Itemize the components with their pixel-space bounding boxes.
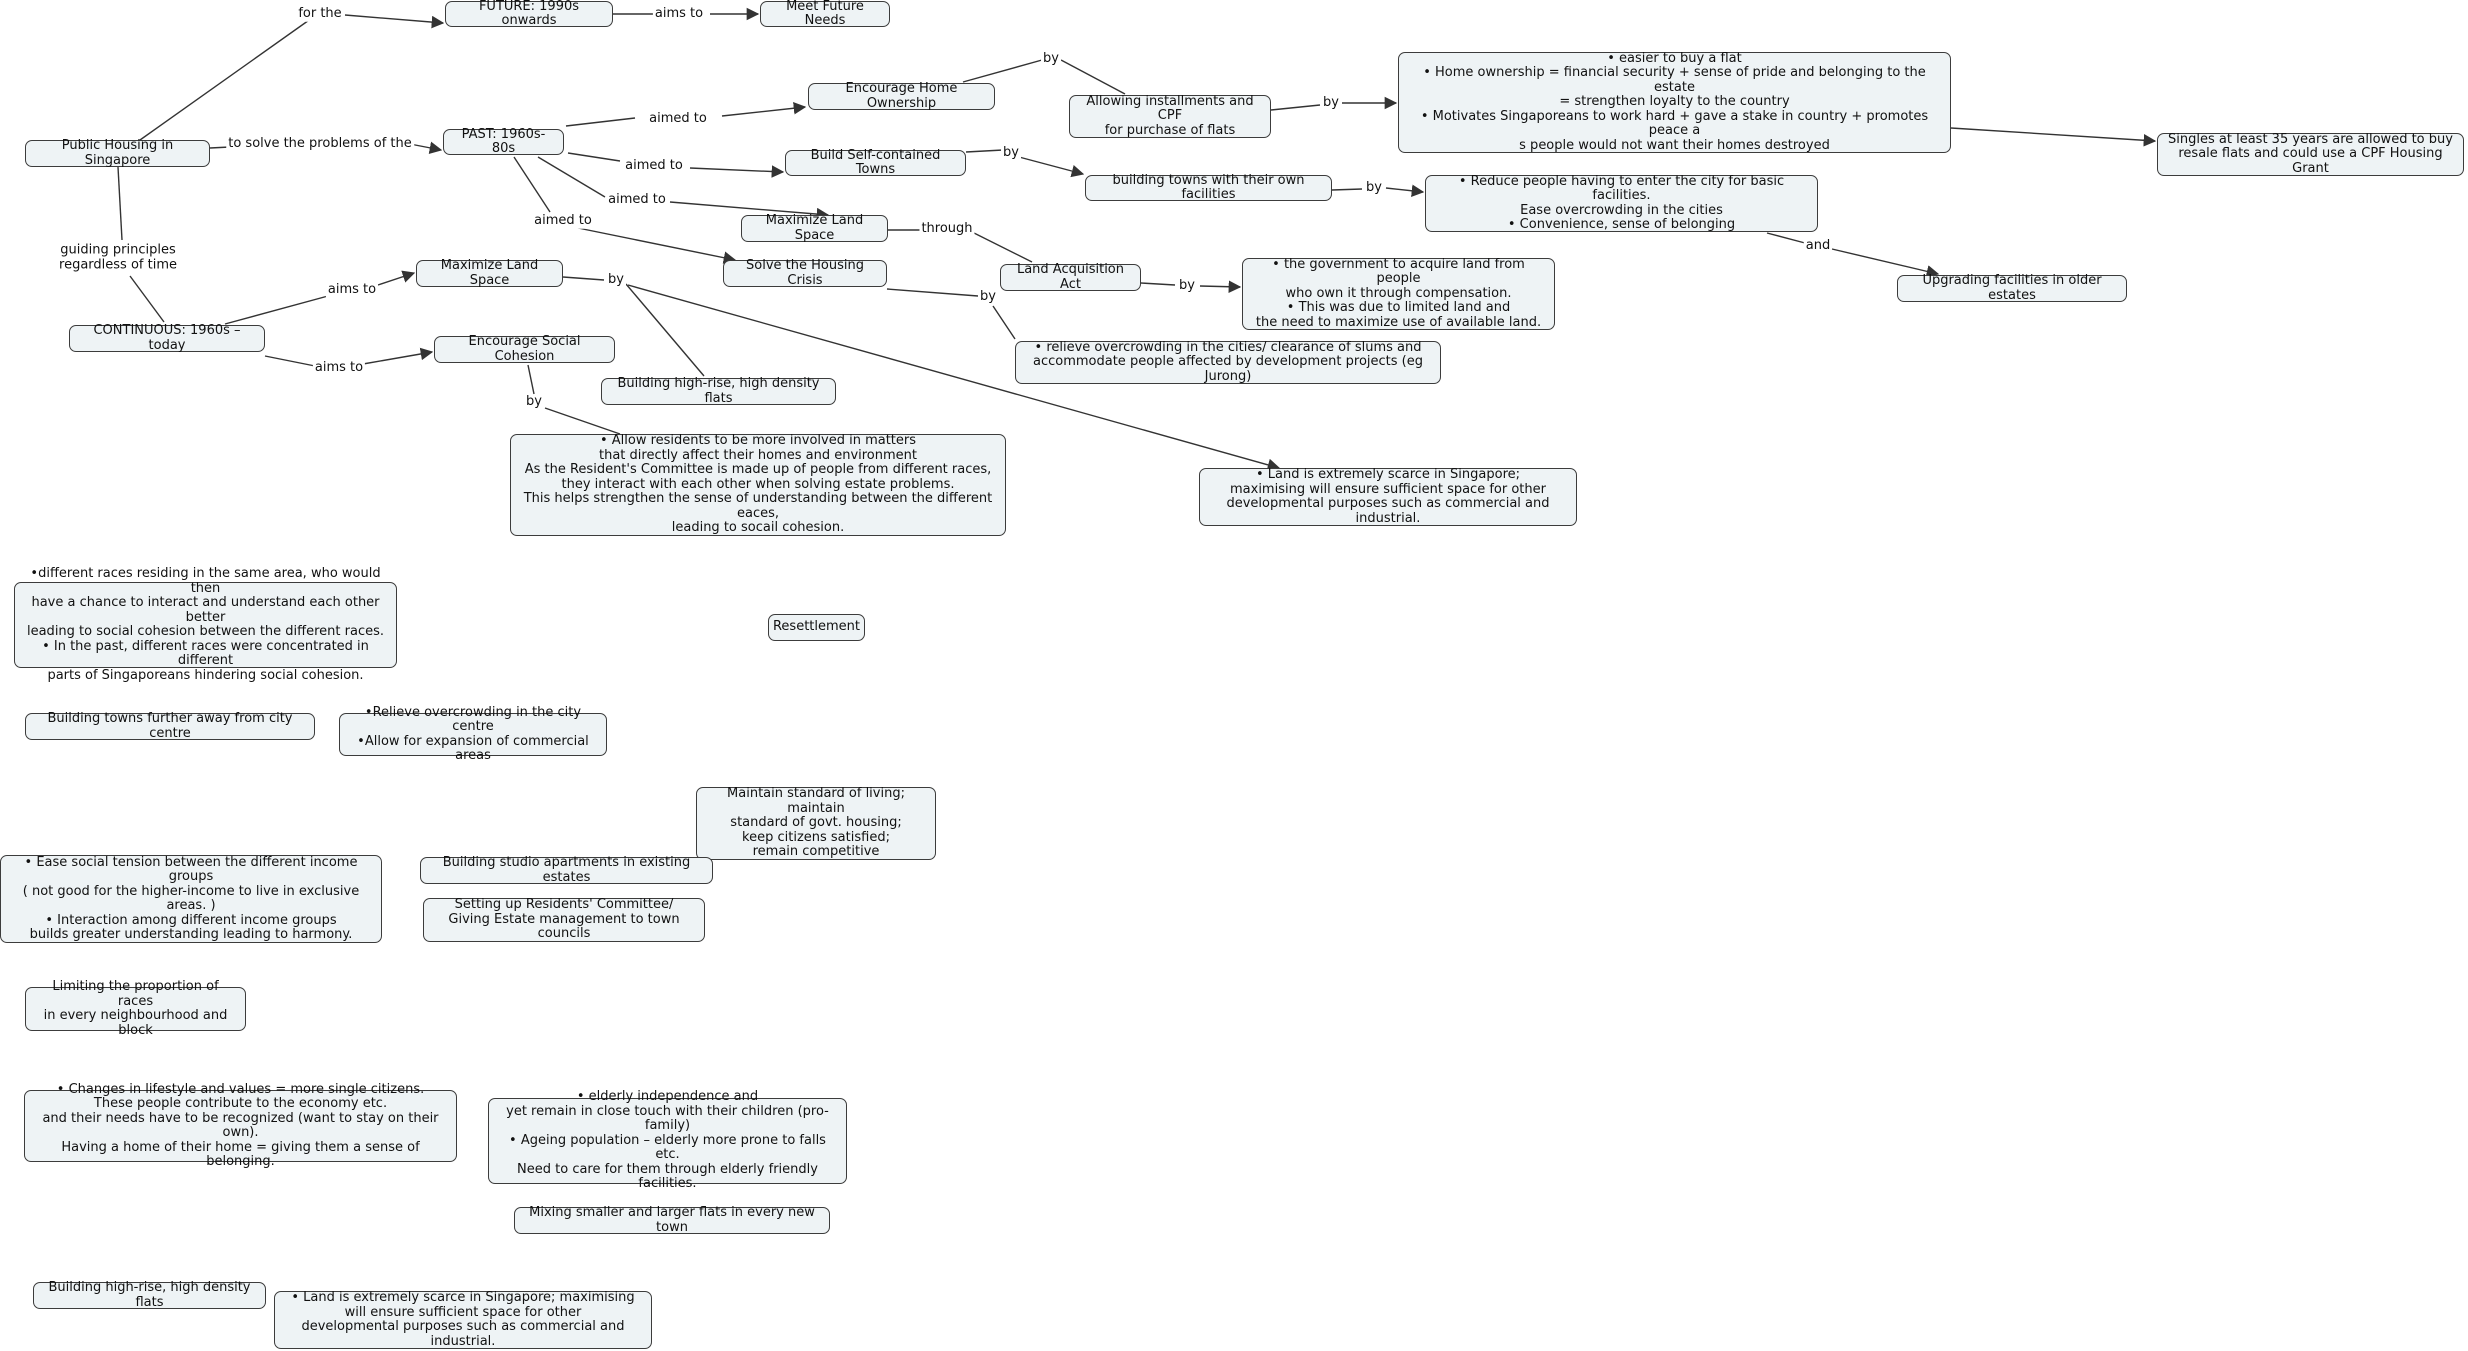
connector-line <box>1140 282 1176 286</box>
edge-label-by-land-cont: by <box>606 271 626 288</box>
connector-line <box>513 156 551 213</box>
node-relieve-city-centre[interactable]: •Relieve overcrowding in the city centre… <box>339 705 607 763</box>
connector-arrow <box>409 141 443 155</box>
connector-line <box>139 17 313 141</box>
connector-arrow <box>377 270 416 286</box>
edge-label-by-towns: by <box>1001 144 1021 161</box>
connector-line <box>129 275 165 323</box>
connector-line <box>1331 188 1363 191</box>
connector-line <box>992 305 1016 340</box>
connector-line <box>565 117 636 127</box>
edge-label-by-social: by <box>524 393 544 410</box>
connector-line <box>537 156 606 198</box>
connector-arrow <box>577 227 737 264</box>
node-limiting-races[interactable]: Limiting the proportion of races in ever… <box>25 979 246 1037</box>
edge-label-by-facilities: by <box>1364 179 1384 196</box>
edge-label-to-solve: to solve the problems of the <box>226 135 414 152</box>
node-maximize-land-space-continuous[interactable]: Maximize Land Space <box>416 258 563 287</box>
connector-arrow <box>1831 248 1940 278</box>
connector-line <box>971 231 1033 263</box>
node-building-towns-facilities[interactable]: building towns with their own facilities <box>1085 173 1332 202</box>
edge-label-by-cpf: by <box>1321 94 1341 111</box>
node-residents-committee[interactable]: Setting up Residents' Committee/ Giving … <box>423 898 705 942</box>
edge-label-for-the: for the <box>296 5 344 22</box>
node-elderly[interactable]: • elderly independence and yet remain in… <box>488 1090 847 1191</box>
node-continuous[interactable]: CONTINUOUS: 1960s – today <box>69 323 265 352</box>
node-land-scarce-bottom[interactable]: • Land is extremely scarce in Singapore;… <box>274 1290 652 1349</box>
connector-line <box>1270 104 1321 111</box>
connector-line <box>567 152 621 162</box>
connector-arrow <box>1950 127 2157 147</box>
edge-label-by-housing: by <box>978 288 998 305</box>
node-gov-acquire-land[interactable]: • the government to acquire land from pe… <box>1242 257 1555 330</box>
node-ease-social-tension[interactable]: • Ease social tension between the differ… <box>0 855 382 943</box>
node-land-acquisition-act[interactable]: Land Acquisition Act <box>1000 262 1141 291</box>
connector-line <box>965 149 1004 153</box>
connector-line <box>562 276 605 281</box>
connector-line <box>224 295 329 325</box>
node-future[interactable]: FUTURE: 1990s onwards <box>445 0 613 28</box>
node-towns-further[interactable]: Building towns further away from city ce… <box>25 711 315 740</box>
connector-arrow <box>344 14 445 29</box>
node-mixing-flats[interactable]: Mixing smaller and larger flats in every… <box>514 1205 830 1234</box>
edge-label-guiding-principles: guiding principles regardless of time <box>57 242 179 273</box>
connector-arrow <box>669 201 830 221</box>
connector-line <box>527 364 535 395</box>
node-high-rise-bottom[interactable]: Building high-rise, high density flats <box>33 1280 266 1309</box>
node-encourage-social-cohesion[interactable]: Encourage Social Cohesion <box>434 334 615 363</box>
connector-arrow <box>689 165 785 178</box>
connector-line <box>886 288 979 297</box>
connector-arrow <box>1199 280 1242 294</box>
node-allowing-cpf[interactable]: Allowing installments and CPF for purcha… <box>1069 94 1271 138</box>
connector-arrow <box>362 347 434 365</box>
node-public-housing[interactable]: Public Housing in Singapore <box>25 138 210 167</box>
node-allow-residents[interactable]: • Allow residents to be more involved in… <box>510 434 1006 536</box>
edge-label-and: and <box>1803 237 1833 254</box>
edge-label-aimed-to-towns: aimed to <box>623 157 685 174</box>
connector-line <box>1766 232 1806 244</box>
node-solve-housing-crisis[interactable]: Solve the Housing Crisis <box>723 258 887 287</box>
connector-arrow <box>1385 184 1425 198</box>
connector-line <box>1060 59 1126 95</box>
edge-label-through: through <box>919 220 975 237</box>
connector-line <box>625 283 705 377</box>
node-build-self-contained-towns[interactable]: Build Self-contained Towns <box>785 148 966 177</box>
node-different-races[interactable]: •different races residing in the same ar… <box>14 566 397 682</box>
node-past[interactable]: PAST: 1960s-80s <box>443 127 564 156</box>
node-singles[interactable]: Singles at least 35 years are allowed to… <box>2157 132 2464 176</box>
node-relieve-overcrowding-slums[interactable]: • relieve overcrowding in the cities/ cl… <box>1015 340 1441 384</box>
node-home-benefits[interactable]: • easier to buy a flat • Home ownership … <box>1398 51 1951 153</box>
node-land-scarce-right[interactable]: • Land is extremely scarce in Singapore;… <box>1199 467 1577 526</box>
edge-label-aimed-to-home: aimed to <box>647 110 709 127</box>
node-changes-lifestyle[interactable]: • Changes in lifestyle and values = more… <box>24 1082 457 1169</box>
connector-line <box>544 407 621 435</box>
edge-label-aimed-to-land: aimed to <box>606 191 668 208</box>
node-resettlement[interactable]: Resettlement <box>768 614 865 641</box>
edge-label-by-home: by <box>1041 50 1061 67</box>
connector-arrow <box>627 284 1281 471</box>
connector-arrow <box>1018 156 1085 178</box>
connector-line <box>117 166 123 241</box>
edge-label-by-land-act: by <box>1177 277 1197 294</box>
edge-label-aimed-to-housing: aimed to <box>532 212 594 229</box>
connector-line <box>264 355 316 367</box>
edge-label-aims-to-social: aims to <box>312 359 366 376</box>
connector-arrow <box>721 101 807 117</box>
node-high-rise-top[interactable]: Building high-rise, high density flats <box>601 376 836 405</box>
node-studio-apartments[interactable]: Building studio apartments in existing e… <box>420 855 713 884</box>
node-reduce-people[interactable]: • Reduce people having to enter the city… <box>1425 174 1818 232</box>
node-upgrading-facilities[interactable]: Upgrading facilities in older estates <box>1897 273 2127 302</box>
node-maintain-standard[interactable]: Maintain standard of living; maintain st… <box>696 787 936 860</box>
connector-line <box>962 59 1043 83</box>
edge-label-aims-to-future: aims to <box>652 5 706 22</box>
node-maximize-land-space-past[interactable]: Maximize Land Space <box>741 213 888 242</box>
node-encourage-home-ownership[interactable]: Encourage Home Ownership <box>808 81 995 110</box>
node-meet-future-needs[interactable]: Meet Future Needs <box>760 0 890 28</box>
edge-label-aims-to-land: aims to <box>325 281 379 298</box>
